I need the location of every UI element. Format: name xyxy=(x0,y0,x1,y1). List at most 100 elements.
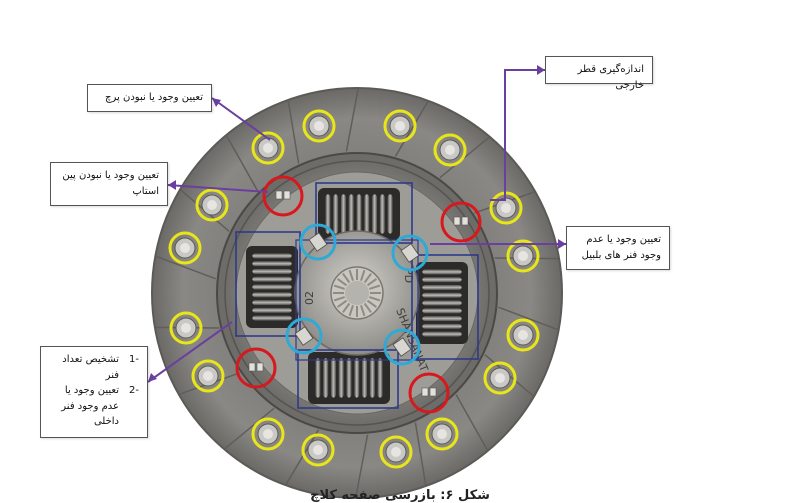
spring-coil xyxy=(376,357,384,399)
stop-pin xyxy=(421,387,429,397)
spring-coil xyxy=(330,357,337,399)
spring-coil xyxy=(379,193,386,235)
spring-coil xyxy=(421,315,463,322)
rivet-head xyxy=(314,121,324,131)
spring-coil xyxy=(324,193,332,235)
spline-tooth xyxy=(360,269,366,281)
rivet-marker xyxy=(506,239,540,273)
spring-coil xyxy=(353,357,360,399)
spring-coil xyxy=(322,357,329,399)
stop-pin xyxy=(275,190,283,200)
arrowhead-outer-diameter xyxy=(537,65,545,75)
spring-coil xyxy=(251,268,293,275)
stop-pin xyxy=(283,190,291,200)
lining-groove xyxy=(414,422,427,486)
rivet-inspection-ring xyxy=(433,133,467,167)
rivet-head xyxy=(313,445,323,455)
rivet-inspection-ring xyxy=(251,417,285,451)
spring-coil xyxy=(338,357,345,399)
spline-tooth xyxy=(363,302,372,314)
spline-tooth xyxy=(342,272,351,284)
rivet-inspection-ring xyxy=(506,318,540,352)
spring-coil xyxy=(314,357,322,399)
ball-spring-marker xyxy=(391,234,429,272)
stop-pin-inspection-ring xyxy=(262,175,304,217)
spring-coil xyxy=(348,193,355,235)
spring-coil xyxy=(371,193,378,235)
inner-springs-item-1-text: تشخیص تعداد فنر xyxy=(62,354,119,381)
ball-spring xyxy=(400,243,420,263)
spring-coil xyxy=(251,314,293,322)
rivet-inspection-ring xyxy=(168,231,202,265)
rivet-inspection-ring xyxy=(195,188,229,222)
spring-coil xyxy=(421,323,463,330)
arrowhead-stop-pin xyxy=(168,180,176,190)
spring-coil xyxy=(251,283,293,291)
spring-coil xyxy=(332,193,339,235)
arrowhead-inner-springs xyxy=(148,373,157,382)
rivet-inspection-ring xyxy=(169,311,203,345)
spring-coil xyxy=(251,291,293,298)
rivet-inspection-ring xyxy=(483,361,517,395)
stop-pin-marker xyxy=(408,372,450,414)
spring-coil xyxy=(345,357,353,399)
rivet-marker xyxy=(251,131,285,165)
lining-groove xyxy=(498,306,558,331)
spring-coil xyxy=(421,307,463,314)
ball-spring-inspection-ring xyxy=(383,328,421,366)
ball-spring-inspection-ring xyxy=(391,234,429,272)
rivet-marker xyxy=(383,109,417,143)
stop-pin-marker xyxy=(235,347,277,389)
spline-tooth xyxy=(369,296,381,302)
arrowhead-ball-spring xyxy=(558,239,566,249)
rivet-head xyxy=(207,200,217,210)
spring-coil xyxy=(251,252,293,260)
stop-pin-marker xyxy=(262,175,304,217)
callout-rivet: تعیین وجود یا نبودن پرچ xyxy=(87,84,212,112)
callout-rivet-text: تعیین وجود یا نبودن پرچ xyxy=(105,92,203,103)
rivet-marker xyxy=(425,417,459,451)
rivet-marker xyxy=(433,133,467,167)
rivet-head xyxy=(518,251,528,261)
spline-tooth xyxy=(369,284,381,290)
spring-coil xyxy=(251,307,293,314)
spring-coil xyxy=(421,299,463,307)
spring-coil xyxy=(251,260,293,267)
spline-tooth xyxy=(333,284,345,290)
spring-frame-center xyxy=(295,239,419,361)
rivet-inspection-ring xyxy=(425,417,459,451)
rivet-marker xyxy=(195,188,229,222)
callout-ball-spring-text: تعیین وجود یا عدم وجود فنر های بلبیل xyxy=(581,234,661,261)
spring-coil xyxy=(421,330,463,338)
spring-frame-top xyxy=(315,182,413,244)
lining-groove xyxy=(226,135,259,192)
ball-spring-marker xyxy=(383,328,421,366)
inner-springs-item-1-num: -1 xyxy=(129,354,139,365)
spline-tooth xyxy=(333,296,345,302)
spline-tooth xyxy=(348,305,354,317)
rivet-marker xyxy=(302,109,336,143)
spring-frame-right xyxy=(411,254,479,360)
inner-springs-item-2-num: -2 xyxy=(129,385,139,396)
stop-pin xyxy=(453,216,461,226)
stop-pin-inspection-ring xyxy=(408,372,450,414)
rivet-inspection-ring xyxy=(301,433,335,467)
leader-arrowheads xyxy=(148,65,566,382)
rivet-marker xyxy=(379,435,413,469)
rivet-head xyxy=(391,447,401,457)
arrowhead-rivet xyxy=(212,98,221,107)
lining-groove xyxy=(455,394,488,451)
callout-stop-pin-text: تعیین وجود یا نبودن پین استاپ xyxy=(62,170,159,197)
rivet-inspection-ring xyxy=(302,109,336,143)
leader-lines xyxy=(147,69,566,383)
rivet-head xyxy=(437,429,447,439)
figure-caption: شکل ۶: بازرسی صفحه کلاچ xyxy=(310,488,490,503)
rivet-head xyxy=(263,143,273,153)
spring-coil xyxy=(421,276,463,283)
rivet-head xyxy=(203,371,213,381)
rivet-marker xyxy=(483,361,517,395)
hub-text-number: 02 xyxy=(303,291,316,305)
rivet-inspection-ring xyxy=(379,435,413,469)
stop-pin-marker xyxy=(440,201,482,243)
